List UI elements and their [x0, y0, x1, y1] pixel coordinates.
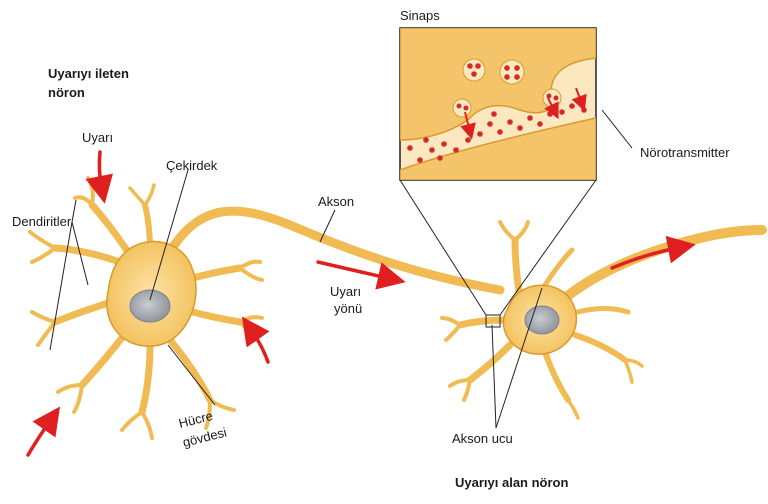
sending-neuron-title-line2: nöron: [48, 85, 85, 100]
axon-label: Akson: [318, 194, 354, 209]
direction-label-line2: yönü: [334, 301, 362, 316]
axon-terminal-label: Akson ucu: [452, 431, 513, 446]
sending-nucleus: [130, 290, 170, 322]
zoom-line-left: [400, 180, 486, 315]
receiving-neuron: [442, 222, 762, 418]
receiving-neuron-title: Uyarıyı alan nöron: [455, 475, 568, 490]
stimulus-arrow-right: [250, 328, 268, 362]
sending-neuron-title-line1: Uyarıyı ileten: [48, 66, 129, 81]
synapse-inset: [400, 28, 596, 180]
direction-arrow-axon: [318, 262, 392, 279]
nucleus-label: Çekirdek: [166, 158, 218, 173]
stimulus-arrow-bottom-left: [28, 418, 52, 455]
neurotransmitter-label: Nörotransmitter: [640, 145, 730, 160]
direction-label-line1: Uyarı: [330, 284, 361, 299]
receiving-axon: [565, 230, 762, 298]
stimulus-arrow-top: [99, 152, 102, 190]
synapse-label: Sinaps: [400, 8, 440, 23]
receiving-nucleus: [525, 306, 559, 334]
stimulus-label: Uyarı: [82, 130, 113, 145]
dendrites-label: Dendiritler: [12, 214, 72, 229]
axon: [168, 211, 500, 290]
sending-neuron: [30, 178, 500, 438]
